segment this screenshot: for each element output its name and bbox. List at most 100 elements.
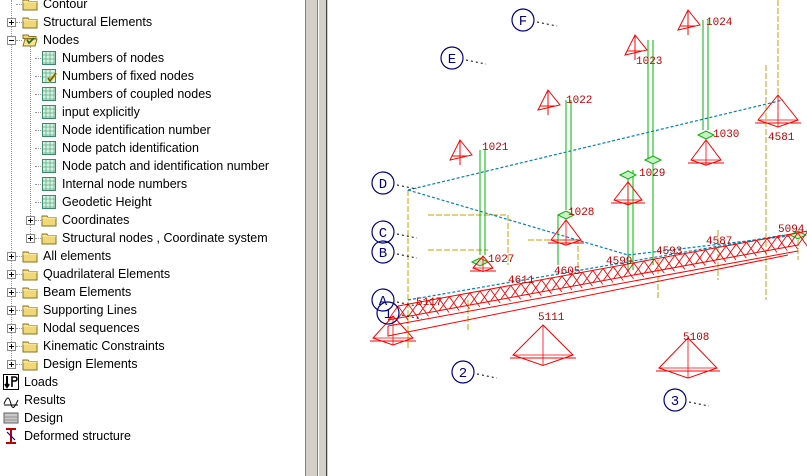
svg-text:2: 2: [459, 366, 467, 382]
tree-item-label: Structural nodes , Coordinate system: [62, 231, 268, 245]
axis-marker-1: 1: [376, 301, 423, 325]
node-number-label: 1024: [706, 17, 733, 29]
svg-text:E: E: [448, 52, 456, 68]
tree-item-numbers-of-coupled-nodes[interactable]: Numbers of coupled nodes: [41, 85, 212, 103]
folder-icon: [22, 356, 38, 372]
tree-expander-expand[interactable]: [7, 306, 16, 315]
axis-marker-a: A: [371, 288, 418, 312]
tree-item-numbers-of-fixed-nodes[interactable]: Numbers of fixed nodes: [41, 67, 195, 85]
tree-item-all-elements[interactable]: All elements: [22, 247, 112, 265]
tree-expander-expand[interactable]: [7, 360, 16, 369]
tree-item-geodetic-height[interactable]: Geodetic Height: [41, 193, 153, 211]
support-symbol: [611, 181, 645, 206]
tree-item-label: Beam Elements: [43, 285, 132, 299]
tree-item-label: Deformed structure: [24, 429, 131, 443]
axis-marker-c: C: [371, 220, 418, 244]
axis-marker-d: D: [371, 171, 418, 195]
tree-item-coordinates[interactable]: Coordinates: [41, 211, 130, 229]
tree-expander-collapse[interactable]: [7, 36, 16, 45]
tree-item-internal-node-numbers[interactable]: Internal node numbers: [41, 175, 188, 193]
flag-support: [624, 34, 648, 60]
axis-marker-f: F: [511, 8, 558, 32]
node-number-label: 5117: [416, 297, 442, 309]
node-marker: [643, 155, 663, 165]
node-number-label: 1028: [568, 207, 594, 219]
tree-expander-expand[interactable]: [7, 288, 16, 297]
node-number-label: 5108: [683, 332, 709, 344]
node-marker: [788, 230, 807, 240]
flag-support: [537, 89, 561, 115]
tree-item-label: Node patch identification: [62, 141, 199, 155]
node-number-label: 1021: [482, 142, 509, 154]
tree-item-quadrilateral-elements[interactable]: Quadrilateral Elements: [22, 265, 171, 283]
node-number-label: 4605: [554, 266, 580, 278]
node-layer-icon: [41, 140, 57, 156]
tree-expander-expand[interactable]: [7, 324, 16, 333]
node-layer-icon: [41, 50, 57, 66]
tree-item-loads[interactable]: Loads: [3, 373, 59, 391]
node-number-label: 4611: [508, 275, 535, 287]
tree-item-label: Node patch and identification number: [62, 159, 270, 173]
support-symbol: [688, 139, 724, 166]
tree-item-node-patch-identification[interactable]: Node patch identification: [41, 139, 200, 157]
tree-item-numbers-of-nodes[interactable]: Numbers of nodes: [41, 49, 165, 67]
node-marker: [556, 210, 576, 220]
tree-item-label: Design: [24, 411, 63, 425]
tree-item-node-patch-and-identification-number[interactable]: Node patch and identification number: [41, 157, 270, 175]
support-symbol: [510, 324, 576, 367]
axis-marker-2: 2: [451, 360, 498, 384]
tree-expander-expand[interactable]: [7, 18, 16, 27]
tree-item-label: Numbers of fixed nodes: [62, 69, 195, 83]
svg-text:A: A: [379, 294, 388, 310]
tree-item-supporting-lines[interactable]: Supporting Lines: [22, 301, 138, 319]
tree-item-nodes[interactable]: Nodes: [22, 31, 80, 49]
tree-item-design[interactable]: Design: [3, 409, 64, 427]
folder-icon: [22, 338, 38, 354]
axis-marker-3: 3: [663, 388, 710, 412]
support-symbol: [548, 219, 584, 246]
design-icon: [3, 410, 19, 426]
tree-expander-expand[interactable]: [7, 252, 16, 261]
tree-item-results[interactable]: Results: [3, 391, 67, 409]
tree-item-label: Internal node numbers: [62, 177, 188, 191]
pane-splitter[interactable]: [305, 0, 328, 476]
tree-item-design-elements[interactable]: Design Elements: [22, 355, 139, 373]
folder-icon: [41, 230, 57, 246]
tree-item-label: Nodes: [43, 33, 80, 47]
node-number-label: 1023: [636, 56, 662, 68]
tree-item-label: Design Elements: [43, 357, 138, 371]
tree-item-node-identification-number[interactable]: Node identification number: [41, 121, 212, 139]
node-number-label: 1030: [713, 129, 739, 141]
node-number-label: 4581: [768, 132, 795, 144]
node-layer-icon: [41, 194, 57, 210]
tree-item-contour[interactable]: Contour: [22, 0, 88, 13]
tree-item-beam-elements[interactable]: Beam Elements: [22, 283, 132, 301]
node-number-label: 5111: [538, 312, 565, 324]
results-icon: [3, 392, 19, 408]
flag-support: [677, 9, 701, 35]
node-number-label: 4599: [606, 256, 632, 268]
support-symbol: [755, 94, 801, 128]
tree-expander-expand[interactable]: [7, 342, 16, 351]
axis-marker-e: E: [440, 46, 487, 70]
flag-support: [449, 139, 473, 165]
node-number-label: 1029: [639, 168, 665, 180]
node-number-label: 1022: [566, 95, 592, 107]
tree-expander-expand[interactable]: [26, 234, 35, 243]
tree-item-structural-nodes-coordinate-system[interactable]: Structural nodes , Coordinate system: [41, 229, 269, 247]
node-layer-icon: [41, 86, 57, 102]
tree-expander-expand[interactable]: [7, 270, 16, 279]
support-symbol: [656, 337, 720, 379]
tree-item-input-explicitly[interactable]: input explicitly: [41, 103, 141, 121]
tree-item-label: input explicitly: [62, 105, 140, 119]
tree-expander-expand[interactable]: [26, 216, 35, 225]
tree-item-kinematic-constraints[interactable]: Kinematic Constraints: [22, 337, 166, 355]
tree-item-structural-elements[interactable]: Structural Elements: [22, 13, 153, 31]
wall-line: [428, 214, 509, 265]
tree-item-nodal-sequences[interactable]: Nodal sequences: [22, 319, 141, 337]
node-marker: [696, 130, 716, 140]
tree-item-deformed-structure[interactable]: Deformed structure: [3, 427, 132, 445]
tree-item-label: Supporting Lines: [43, 303, 137, 317]
